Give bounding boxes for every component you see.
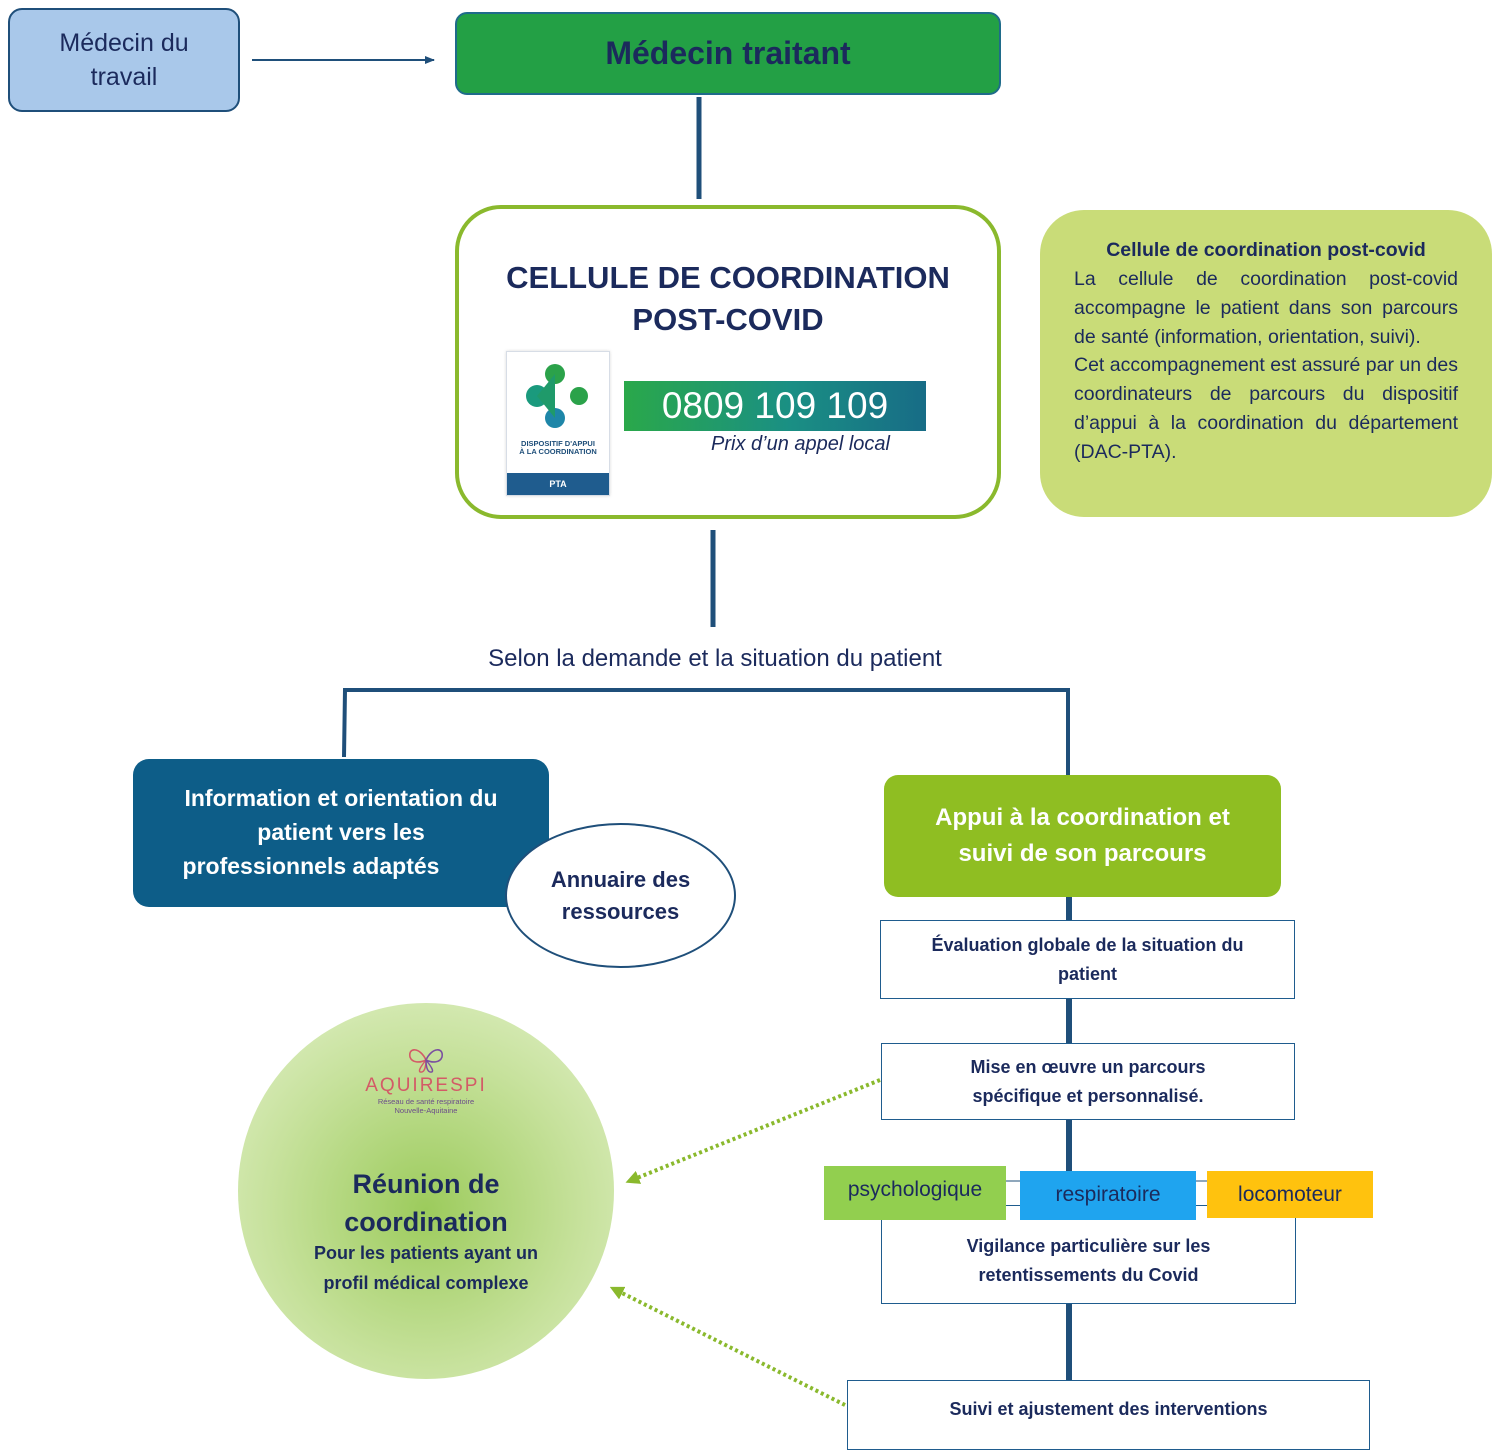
medecin-traitant-label: Médecin traitant bbox=[605, 35, 851, 71]
cellule-title-line2: POST-COVID bbox=[632, 301, 824, 337]
dac-pta-logo: DISPOSITIF D'APPUI À LA COORDINATION PTA bbox=[506, 351, 610, 496]
medecin-traitant-box: Médecin traitant bbox=[455, 12, 1001, 95]
annuaire-line2: ressources bbox=[561, 898, 680, 924]
tag-psychologique: psychologique bbox=[824, 1166, 1006, 1220]
tag-respiratoire-label: respiratoire bbox=[1055, 1183, 1161, 1206]
selon-label: Selon la demande et la situation du pati… bbox=[488, 645, 942, 672]
appui-line1: Appui à la coordination et bbox=[935, 804, 1230, 831]
reunion-title-line1: Réunion de bbox=[352, 1169, 500, 1199]
evaluation-box: Évaluation globale de la situation du pa… bbox=[880, 920, 1295, 999]
mise-line1: Mise en œuvre un parcours bbox=[970, 1056, 1206, 1077]
mise-en-oeuvre-box: Mise en œuvre un parcours spécifique et … bbox=[881, 1043, 1295, 1120]
mise-line2: spécifique et personnalisé. bbox=[972, 1085, 1204, 1106]
reunion-subtitle: Pour les patients ayant un profil médica… bbox=[238, 1239, 614, 1298]
reunion-title-line2: coordination bbox=[344, 1207, 508, 1238]
cellule-title: CELLULE DE COORDINATION POST-COVID bbox=[459, 257, 997, 341]
annuaire-ellipse: Annuaire des ressources bbox=[505, 823, 736, 968]
tag-respiratoire: respiratoire bbox=[1020, 1171, 1196, 1220]
reunion-sub-line2: profil médical complexe bbox=[323, 1272, 529, 1293]
appui-line2: suivi de son parcours bbox=[958, 840, 1207, 867]
reunion-coordination-circle: AQUIRESPI Réseau de santé respiratoire N… bbox=[238, 1003, 614, 1379]
dotted-arrow-mise-to-reunion bbox=[625, 1078, 881, 1184]
information-line1: Information et orientation du bbox=[184, 785, 498, 812]
dotted-arrow-suivi-to-reunion bbox=[609, 1286, 846, 1407]
dac-logo-text-line1: DISPOSITIF D'APPUI bbox=[521, 439, 595, 448]
annuaire-line1: Annuaire des bbox=[550, 866, 691, 892]
tag-psychologique-label: psychologique bbox=[847, 1178, 983, 1201]
reunion-sub-line1: Pour les patients ayant un bbox=[313, 1243, 539, 1263]
vigilance-box: Vigilance particulière sur les retentiss… bbox=[881, 1205, 1296, 1304]
aquirespi-name: AQUIRESPI bbox=[365, 1075, 487, 1096]
info-box-paragraph-2: Cet accompagnement est assuré par un des… bbox=[1074, 354, 1458, 464]
medecin-travail-box: Médecin du travail bbox=[8, 8, 240, 112]
phone-note: Prix d’un appel local bbox=[711, 433, 890, 455]
dac-logo-band: PTA bbox=[507, 473, 609, 495]
suivi-label: Suivi et ajustement des interventions bbox=[949, 1399, 1268, 1419]
cellule-info-box: Cellule de coordination post-covid La ce… bbox=[1040, 210, 1492, 517]
info-box-title: Cellule de coordination post-covid bbox=[1106, 239, 1426, 261]
tag-locomoteur-label: locomoteur bbox=[1238, 1183, 1342, 1206]
cellule-coordination-box: CELLULE DE COORDINATION POST-COVID DISPO… bbox=[455, 205, 1001, 519]
information-orientation-box: Information et orientation du patient ve… bbox=[133, 759, 549, 907]
dac-logo-band-label: PTA bbox=[549, 479, 567, 489]
vigilance-line1: Vigilance particulière sur les bbox=[966, 1235, 1211, 1256]
aquirespi-logo: AQUIRESPI Réseau de santé respiratoire N… bbox=[238, 1045, 614, 1115]
reunion-title: Réunion de coordination bbox=[238, 1165, 614, 1242]
evaluation-line2: patient bbox=[1057, 963, 1117, 984]
butterfly-icon bbox=[409, 1049, 443, 1073]
dac-logo-icon bbox=[526, 364, 588, 428]
info-box-paragraph-1: La cellule de coordination post-covid ac… bbox=[1074, 267, 1458, 348]
information-line2: patient vers les bbox=[257, 819, 425, 846]
information-line3: professionnels adaptés bbox=[182, 852, 440, 879]
vigilance-line2: retentissements du Covid bbox=[978, 1264, 1199, 1285]
tag-locomoteur: locomoteur bbox=[1207, 1171, 1373, 1218]
appui-coordination-box: Appui à la coordination et suivi de son … bbox=[884, 775, 1281, 897]
aquirespi-sub1: Réseau de santé respiratoire bbox=[377, 1097, 475, 1106]
cellule-title-line1: CELLULE DE COORDINATION bbox=[506, 260, 950, 295]
aquirespi-sub2: Nouvelle-Aquitaine bbox=[394, 1106, 458, 1115]
suivi-box: Suivi et ajustement des interventions bbox=[847, 1380, 1370, 1450]
dac-logo-text-line2: À LA COORDINATION bbox=[519, 447, 597, 457]
evaluation-line1: Évaluation globale de la situation du bbox=[931, 934, 1244, 955]
dac-logo-text: DISPOSITIF D'APPUI À LA COORDINATION bbox=[507, 439, 609, 457]
medecin-travail-label: Médecin du travail bbox=[59, 28, 189, 92]
phone-number: 0809 109 109 bbox=[624, 381, 926, 431]
